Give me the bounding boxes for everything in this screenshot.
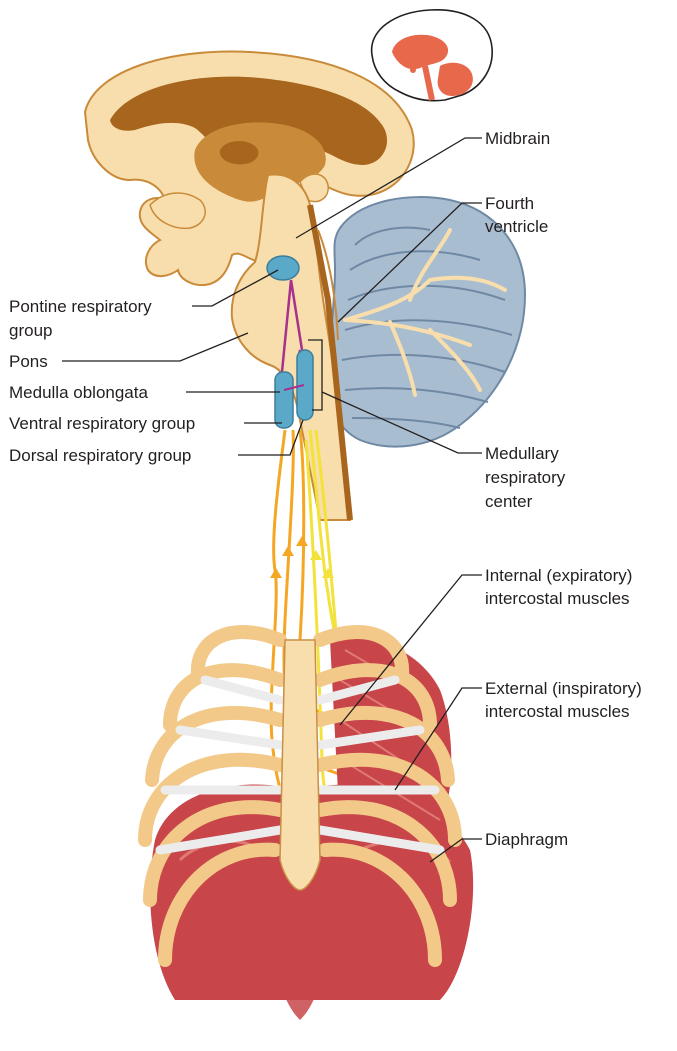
medullary-center-label-line2: respiratory (485, 467, 565, 488)
internal-intercostal-label-line2: intercostal muscles (485, 588, 630, 609)
fourth-ventricle-label-line2: ventricle (485, 216, 548, 237)
rib-cage (145, 632, 473, 1020)
external-intercostal-label-line2: intercostal muscles (485, 701, 630, 722)
pontine-label-line2: group (9, 320, 52, 341)
ventral-respiratory-group-label: Ventral respiratory group (9, 413, 195, 434)
brain-inset-icon (372, 10, 493, 101)
pontine-label-line1: Pontine respiratory (9, 296, 152, 317)
midbrain-label: Midbrain (485, 128, 550, 149)
ventral-respiratory-group (275, 372, 293, 428)
pontine-respiratory-group (267, 256, 299, 280)
pons-leader (62, 333, 248, 361)
diaphragm-label: Diaphragm (485, 829, 568, 850)
fourth-ventricle-label-line1: Fourth (485, 193, 534, 214)
medulla-oblongata-label: Medulla oblongata (9, 382, 148, 403)
dorsal-respiratory-group-label: Dorsal respiratory group (9, 445, 191, 466)
sternum (280, 640, 320, 890)
internal-intercostal-label-line1: Internal (expiratory) (485, 565, 632, 586)
external-intercostal-label-line1: External (inspiratory) (485, 678, 642, 699)
pons-label: Pons (9, 351, 48, 372)
medullary-center-label-line3: center (485, 491, 532, 512)
medullary-center-label-line1: Medullary (485, 443, 559, 464)
dorsal-respiratory-group (297, 350, 313, 420)
